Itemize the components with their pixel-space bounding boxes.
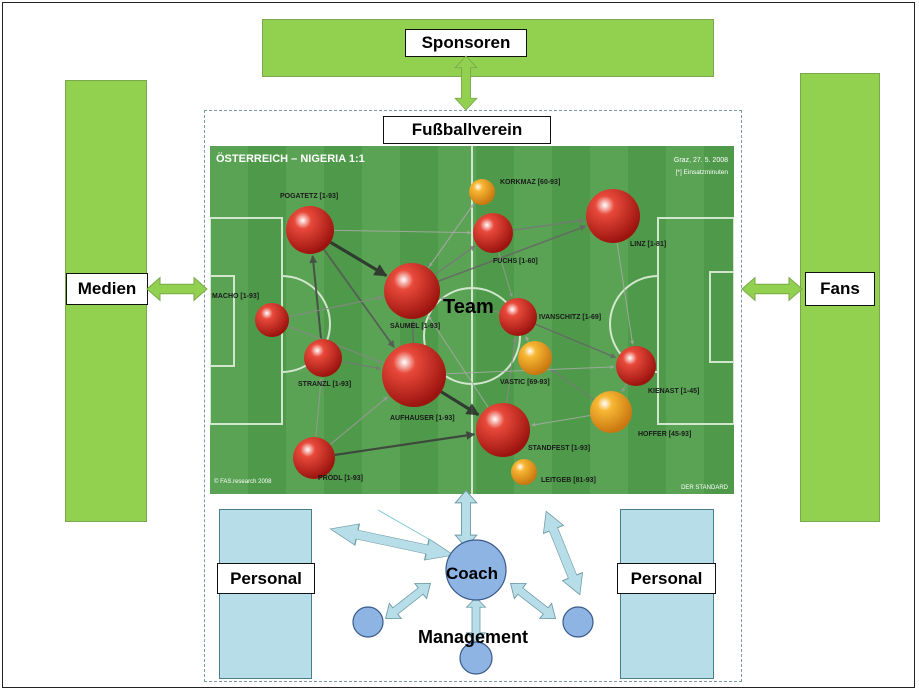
graphic-credit: © FAS.research 2008	[214, 478, 272, 485]
pass-edge	[616, 242, 635, 345]
graphic-publisher: DER STANDARD	[681, 485, 729, 491]
player-node	[382, 343, 446, 407]
player-label: LEITGEB [81-93]	[541, 477, 596, 484]
team-label: Team	[443, 296, 494, 318]
pass-edge	[434, 245, 476, 276]
coach-label: Coach	[446, 564, 498, 583]
player-node	[586, 189, 640, 243]
pass-edge	[525, 336, 530, 343]
pass-edge	[427, 203, 474, 269]
pointer-line	[377, 509, 433, 542]
pass-edge	[550, 368, 595, 401]
pass-edge	[437, 225, 587, 282]
player-label: KORKMAZ [60-93]	[500, 179, 560, 186]
pass-edge	[309, 255, 323, 340]
player-nodes: POGATETZ [1-93] MACHO [1-93] STRANZL [1-93…	[212, 179, 699, 485]
pass-edge	[341, 360, 382, 371]
player-node	[293, 437, 335, 479]
player-label: IVANSCHITZ [1-69]	[539, 314, 601, 321]
fans-arrow	[741, 277, 803, 301]
player-node	[476, 403, 530, 457]
coach-team-arrow	[454, 490, 478, 548]
player-node	[590, 391, 632, 433]
sponsors-label: Sponsoren	[405, 29, 527, 57]
player-label: HOFFER [45-93]	[638, 431, 691, 438]
player-label: FUCHS [1-60]	[493, 258, 538, 265]
pass-edge	[334, 431, 476, 457]
coach-staff-left-arrow	[327, 517, 457, 567]
pass-edge	[440, 296, 500, 314]
team-network-graphic: POGATETZ [1-93] MACHO [1-93] STRANZL [1-93…	[210, 146, 734, 494]
staff-left-block	[219, 509, 312, 679]
graphic-date: Graz, 27. 5. 2008	[674, 157, 728, 164]
player-node	[304, 339, 342, 377]
player-label: STRANZL [1-93]	[298, 381, 351, 388]
pass-edge	[512, 218, 585, 231]
club-boundary	[204, 110, 742, 682]
sponsors-arrow	[454, 55, 478, 111]
media-arrow	[146, 277, 208, 301]
player-node	[384, 263, 440, 319]
media-label: Medien	[66, 273, 148, 305]
player-label: VASTIC [69-93]	[500, 379, 550, 386]
pass-edge	[315, 378, 323, 438]
player-node	[518, 341, 552, 375]
graphic-title: ÖSTERREICH – NIGERIA 1:1	[216, 152, 365, 165]
coach-manager-left-arrow	[379, 575, 437, 627]
pass-edge	[531, 414, 591, 427]
fans-label: Fans	[805, 272, 875, 306]
pass-edge	[333, 229, 472, 235]
pass-edge	[440, 390, 480, 417]
pass-edge	[288, 295, 384, 318]
pass-edge	[329, 240, 388, 277]
pass-edge	[621, 383, 627, 393]
pass-edge	[323, 248, 395, 348]
player-label: SÄUMEL [1-93]	[390, 322, 440, 330]
player-label: KIENAST [1-45]	[648, 388, 699, 395]
player-node	[616, 346, 656, 386]
coach-manager-right-arrow	[504, 575, 562, 627]
staff-left-label: Personal	[217, 563, 315, 594]
pass-edge	[329, 396, 389, 446]
graphic-note: [*] Einsatzminuten	[676, 169, 729, 176]
manager-circle-bottom	[459, 641, 493, 675]
staff-right-label: Personal	[617, 563, 716, 594]
player-label: AUFHAUSER [1-93]	[390, 415, 455, 422]
player-node	[473, 213, 513, 253]
player-label: LINZ [1-81]	[630, 241, 666, 248]
player-label: POGATETZ [1-93]	[280, 193, 338, 200]
player-label: STANDFEST [1-93]	[528, 445, 590, 452]
player-node	[469, 179, 495, 205]
player-node	[499, 298, 537, 336]
coach-staff-right-arrow	[535, 506, 591, 600]
sponsors-block	[262, 19, 714, 77]
player-node	[511, 459, 537, 485]
manager-circle-left	[352, 606, 384, 638]
coach-circle	[445, 539, 507, 601]
player-label: PRÖDL [1-93]	[318, 473, 363, 482]
pass-network	[287, 202, 635, 457]
manager-circle-right	[562, 606, 594, 638]
pass-edge	[498, 252, 513, 298]
player-label: MACHO [1-93]	[212, 293, 259, 300]
player-node	[255, 303, 289, 337]
club-label: Fußballverein	[383, 116, 551, 144]
pass-edge	[410, 320, 416, 344]
staff-right-block	[620, 509, 714, 679]
pass-edge	[535, 323, 617, 359]
player-node	[286, 206, 334, 254]
pass-edge	[428, 315, 489, 408]
management-label: Management	[418, 627, 529, 647]
pass-edge	[505, 337, 518, 404]
